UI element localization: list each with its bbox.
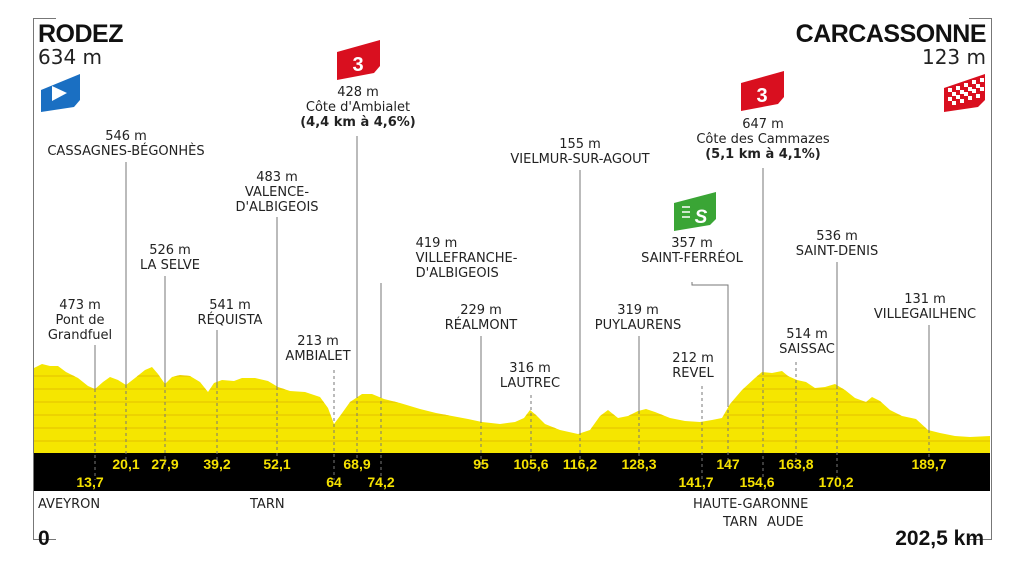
km-marker: 105,6 xyxy=(513,456,549,472)
start-flag-icon xyxy=(41,74,80,112)
frame-left xyxy=(33,18,56,540)
finish-town: CARCASSONNE xyxy=(795,20,987,48)
kom-flag-icon: 3 xyxy=(337,40,380,80)
km-marker: 52,1 xyxy=(263,456,291,472)
region-haute-garonne: HAUTE-GARONNE xyxy=(693,497,809,512)
km-marker: 141,7 xyxy=(678,474,714,490)
finish-flag-icon xyxy=(944,74,985,112)
region-aude: AUDE xyxy=(767,515,804,530)
climb-label-cammazes: 647 m Côte des Cammazes (5,1 km à 4,1%) xyxy=(696,117,830,162)
finish-altitude: 123 m xyxy=(921,45,986,69)
km-marker: 128,3 xyxy=(621,456,657,472)
km-marker: 163,8 xyxy=(778,456,814,472)
km-marker: 27,9 xyxy=(151,456,179,472)
km-marker: 147 xyxy=(716,456,740,472)
kom-flag-icon: 3 xyxy=(741,71,784,111)
start-altitude: 634 m xyxy=(38,45,103,69)
km-marker: 95 xyxy=(473,456,489,472)
sprint-label: 357 m SAINT-FERRÉOL xyxy=(641,236,743,266)
km-marker: 68,9 xyxy=(343,456,371,472)
frame-right xyxy=(969,18,992,540)
km-band xyxy=(34,453,990,491)
km-marker: 189,7 xyxy=(911,456,947,472)
km-marker: 39,2 xyxy=(203,456,231,472)
svg-text:3: 3 xyxy=(352,54,363,76)
km-marker: 74,2 xyxy=(367,474,395,490)
svg-text:S: S xyxy=(695,207,708,228)
climb-label-ambialet: 428 m Côte d'Ambialet (4,4 km à 4,6%) xyxy=(300,85,416,130)
svg-text:3: 3 xyxy=(756,85,767,107)
km-marker: 20,1 xyxy=(112,456,140,472)
distance-start: 0 xyxy=(38,527,50,550)
km-marker: 116,2 xyxy=(562,456,598,472)
region-aveyron: AVEYRON xyxy=(38,497,101,512)
region-tarn: TARN xyxy=(250,497,285,512)
km-marker: 64 xyxy=(326,474,342,490)
km-marker: 154,6 xyxy=(739,474,775,490)
start-town: RODEZ xyxy=(38,20,124,48)
km-marker: 13,7 xyxy=(76,474,104,490)
sprint-flag-icon: S xyxy=(674,192,716,231)
km-marker: 170,2 xyxy=(818,474,854,490)
region-tarn: TARN xyxy=(723,515,758,530)
distance-end: 202,5 km xyxy=(895,527,984,550)
